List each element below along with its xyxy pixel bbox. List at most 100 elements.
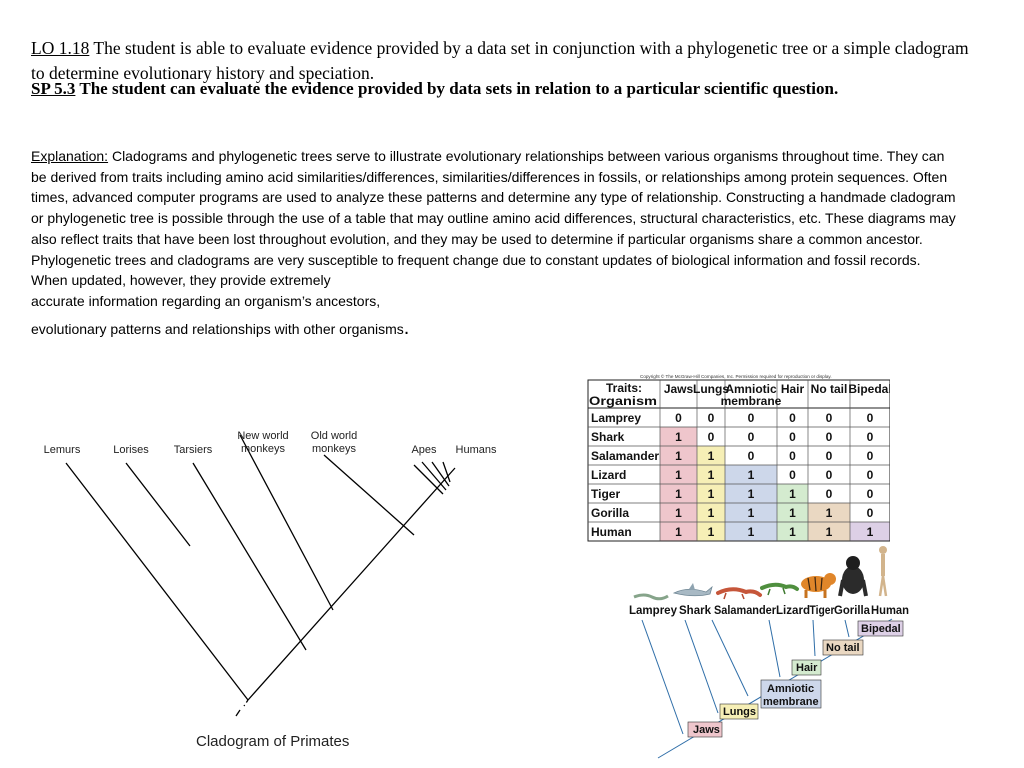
branch-apes-2 xyxy=(421,461,447,491)
explanation-line-2: accurate information regarding an organi… xyxy=(31,292,381,309)
table-cell-fill xyxy=(808,522,850,541)
label-tiger: Tiger xyxy=(810,603,835,617)
table-cell-value: 0 xyxy=(867,411,874,425)
branch-salamander xyxy=(711,619,749,697)
trait-jaws: Jaws xyxy=(687,721,723,738)
trait-notail: No tail xyxy=(822,639,864,656)
lo-text: The student is able to evaluate evidence… xyxy=(31,38,969,83)
table-header-trait: Jaws xyxy=(664,382,694,396)
table-cell-value: 0 xyxy=(789,449,796,463)
label-lizard: Lizard xyxy=(776,603,810,617)
explanation-period: . xyxy=(403,316,410,339)
table-organism-name: Shark xyxy=(591,430,625,444)
traits-table: Copyright © The McGraw-Hill Companies, I… xyxy=(587,373,890,542)
table-cell-value: 0 xyxy=(826,449,833,463)
table-cell-value: 0 xyxy=(708,430,715,444)
explanation-line-3: evolutionary patterns and relationships … xyxy=(31,320,404,337)
table-cell-value: 1 xyxy=(748,487,755,501)
table-organism-name: Lizard xyxy=(591,468,626,482)
text-line: Humans xyxy=(456,444,497,456)
label-shark: Shark xyxy=(679,603,711,617)
table-cell-value: 1 xyxy=(675,449,682,463)
text-line: Old world xyxy=(311,430,357,442)
table-cell-value: 0 xyxy=(748,411,755,425)
table-header-trait: Bipedal xyxy=(848,382,890,396)
trait-amniotic: Amniotic membrane xyxy=(760,679,822,709)
human-image xyxy=(878,546,888,597)
table-cell-value: 1 xyxy=(708,487,715,501)
trait-lungs: Lungs xyxy=(719,703,759,720)
taxon-lorises: Lorises xyxy=(113,444,149,456)
text-line: membrane xyxy=(721,394,782,408)
table-cell-value: 0 xyxy=(826,487,833,501)
table-cell-value: 1 xyxy=(708,449,715,463)
table-cell-fill xyxy=(725,522,777,541)
table-corner-organism: Organism xyxy=(589,394,657,408)
trait-hair: Hair xyxy=(791,659,822,676)
table-cell-fill xyxy=(660,465,697,484)
table-cell-fill xyxy=(850,522,890,541)
trait-amniotic-label-2: membrane xyxy=(763,696,819,708)
table-border xyxy=(587,379,890,542)
branch-lamprey xyxy=(641,619,684,735)
table-cell-value: 0 xyxy=(748,449,755,463)
text-line: Bipedal xyxy=(848,382,890,396)
table-cell-value: 1 xyxy=(675,487,682,501)
table-cell-value: 1 xyxy=(708,506,715,520)
branch-lorises xyxy=(125,462,191,547)
table-cell-fill xyxy=(697,522,725,541)
table-cell-fill xyxy=(660,503,697,522)
table-cell-value: 1 xyxy=(789,525,796,539)
table-cell-value: 0 xyxy=(675,411,682,425)
table-cell-value: 0 xyxy=(826,430,833,444)
table-corner-traits: Traits: xyxy=(606,381,642,395)
science-practice: SP 5.3 The student can evaluate the evid… xyxy=(31,77,931,101)
text-line: monkeys xyxy=(312,443,357,455)
text-line: Tarsiers xyxy=(174,444,213,456)
taxon-lemurs: Lemurs xyxy=(44,444,81,456)
table-organism-name: Salamander xyxy=(591,449,659,463)
table-cell-value: 1 xyxy=(789,487,796,501)
table-cell-value: 1 xyxy=(867,525,874,539)
text-line: monkeys xyxy=(241,443,286,455)
branch-lizard xyxy=(768,619,781,678)
explanation-heading: Explanation: xyxy=(31,148,109,164)
text-line: Jaws xyxy=(664,382,694,396)
table-cell-value: 0 xyxy=(826,468,833,482)
animal-illustrations xyxy=(633,546,888,601)
trait-amniotic-label-1: Amniotic xyxy=(767,683,814,695)
table-cell-value: 1 xyxy=(675,430,682,444)
table-cell-fill xyxy=(725,484,777,503)
branch-shark xyxy=(684,619,719,714)
trait-hair-label: Hair xyxy=(796,662,818,674)
learning-objective: LO 1.18 The student is able to evaluate … xyxy=(31,36,971,86)
table-cell-value: 0 xyxy=(867,430,874,444)
table-header-trait: No tail xyxy=(811,382,848,396)
trait-bipedal: Bipedal xyxy=(857,620,904,637)
gorilla-image xyxy=(838,556,868,597)
vertebrate-taxa-labels: Lamprey Shark Salamander Lizard Tiger Go… xyxy=(629,603,909,617)
table-cell-value: 1 xyxy=(748,525,755,539)
label-salamander: Salamander xyxy=(714,603,776,617)
table-cell-value: 1 xyxy=(826,525,833,539)
table-cell-fill xyxy=(725,503,777,522)
root-dashed xyxy=(243,699,249,707)
primate-tree-branches xyxy=(65,434,456,717)
vertebrate-cladogram: Lamprey Shark Salamander Lizard Tiger Go… xyxy=(629,546,909,759)
table-cell-fill xyxy=(697,465,725,484)
table-cell-fill xyxy=(777,484,808,503)
table-cell-fill xyxy=(697,503,725,522)
explanation-paragraph: Explanation: Cladograms and phylogenetic… xyxy=(31,146,956,339)
label-gorilla: Gorilla xyxy=(834,603,870,617)
table-cell-value: 0 xyxy=(789,468,796,482)
root-tip xyxy=(235,709,241,717)
branch-tiger xyxy=(812,619,816,657)
text-line: Apes xyxy=(411,444,437,456)
lo-code: LO 1.18 xyxy=(31,38,90,58)
text-line: Lungs xyxy=(693,382,729,396)
